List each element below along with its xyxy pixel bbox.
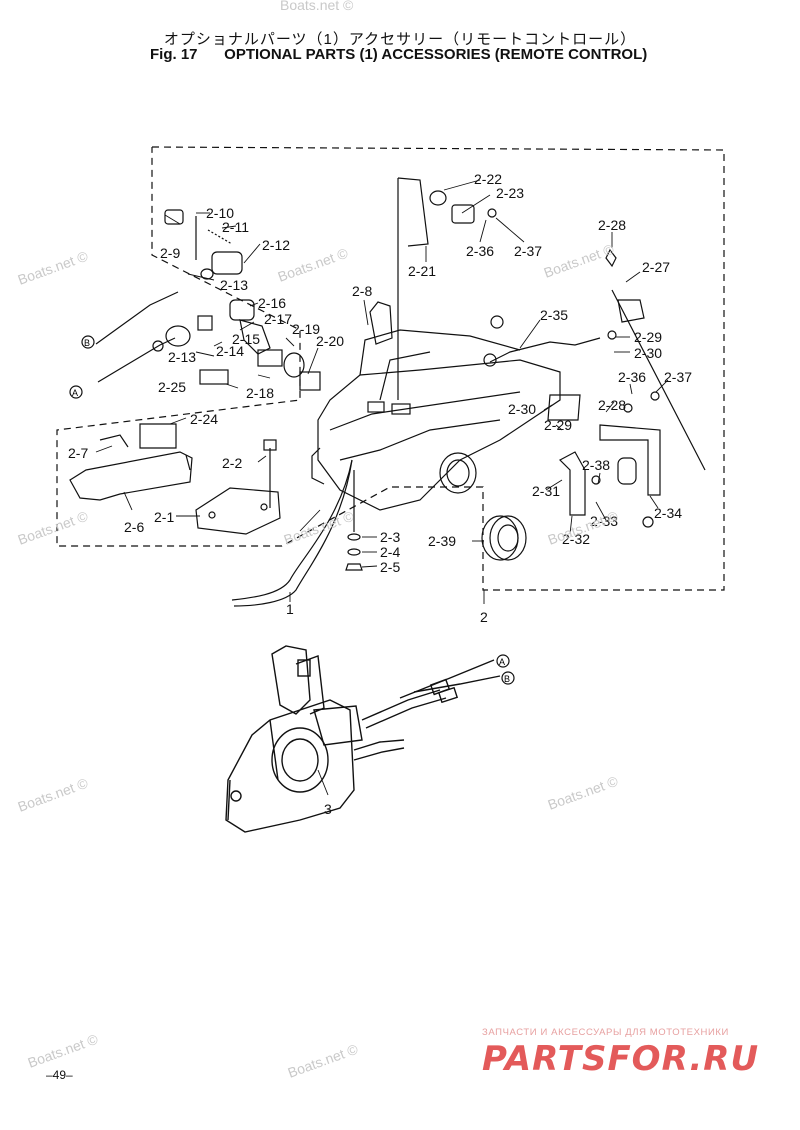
figure-number: Fig. 17 — [150, 46, 198, 63]
part-2-15-label: 2-15 — [232, 331, 260, 347]
part-2-4-label: 2-4 — [380, 544, 400, 560]
brand-tagline: ЗАПЧАСТИ И АКСЕССУАРЫ ДЛЯ МОТОТЕХНИКИ — [482, 1027, 729, 1038]
part-2-8-label: 2-8 — [352, 283, 372, 299]
part-2-30b-label: 2-30 — [508, 401, 536, 417]
part-2-label: 2 — [480, 609, 488, 625]
bracket-2-6 — [69, 451, 193, 501]
part-2-17-label: 2-17 — [264, 311, 292, 327]
watermark-text: Boats.net © — [282, 507, 357, 547]
grommet-2-39 — [481, 515, 527, 561]
ref-a1-label: A — [72, 388, 78, 398]
part-2-37a-label: 2-37 — [514, 243, 542, 259]
part-2-31-label: 2-31 — [532, 483, 560, 499]
cable-2-35 — [489, 337, 601, 363]
part-2-22-label: 2-22 — [474, 171, 502, 187]
ref-b1-label: B — [84, 338, 90, 348]
watermark-text: Boats.net © — [542, 240, 617, 280]
part-2-21-label: 2-21 — [408, 263, 436, 279]
part-2-39-label: 2-39 — [428, 533, 456, 549]
bracket-2-1 — [195, 487, 281, 535]
part-2-11-label: 2-11 — [222, 219, 249, 235]
key-switch — [369, 301, 393, 345]
partsfor-brand-logo: ЗАПЧАСТИ И АКСЕССУАРЫ ДЛЯ МОТОТЕХНИКИ PA… — [482, 1027, 792, 1079]
part-2-3-label: 2-3 — [380, 529, 400, 545]
control-box-housing — [311, 329, 561, 511]
ref-circle-a2 — [496, 654, 510, 668]
watermark-text: Boats.net © — [16, 247, 91, 287]
watermark-text: Boats.net © — [546, 772, 621, 812]
part-2-5-label: 2-5 — [380, 559, 400, 575]
part-2-23-label: 2-23 — [496, 185, 524, 201]
brand-name: PARTSFOR.RU — [482, 1039, 760, 1079]
page-number: –49– — [46, 1068, 73, 1082]
title-row: Fig. 17 OPTIONAL PARTS (1) ACCESSORIES (… — [150, 46, 647, 63]
part-2-7-label: 2-7 — [68, 445, 88, 461]
part-2-19-label: 2-19 — [292, 321, 320, 337]
watermark-text: Boats.net © — [280, 0, 354, 13]
watermark-text: Boats.net © — [26, 1030, 101, 1070]
part-2-36a-label: 2-36 — [466, 243, 494, 259]
part-2-16-label: 2-16 — [258, 295, 286, 311]
part-2-14-label: 2-14 — [216, 343, 244, 359]
part-2-1-label: 2-1 — [154, 509, 174, 525]
part-2-27-label: 2-27 — [642, 259, 670, 275]
cable-end-b — [95, 291, 179, 345]
part-2-10-label: 2-10 — [206, 205, 234, 221]
part-2-36b-label: 2-36 — [618, 369, 646, 385]
part-2-33-label: 2-33 — [590, 513, 618, 529]
part-2-12-label: 2-12 — [262, 237, 290, 253]
title-japanese: オプショナルパーツ（1）アクセサリー（リモートコントロール） — [163, 31, 637, 48]
part-2-29b-label: 2-29 — [544, 417, 572, 433]
watermarks: Boats.net © Boats.net © Boats.net © Boat… — [16, 0, 621, 1081]
part-2-2-label: 2-2 — [222, 455, 242, 471]
cable-end-a — [97, 337, 176, 383]
ref-a2-label: A — [499, 657, 505, 667]
part-2-20-label: 2-20 — [316, 333, 344, 349]
watermark-text: Boats.net © — [16, 774, 91, 814]
part-2-38-label: 2-38 — [582, 457, 610, 473]
figure-title: OPTIONAL PARTS (1) ACCESSORIES (REMOTE C… — [224, 46, 648, 63]
part-2-13a-label: 2-13 — [220, 277, 248, 293]
part-2-13b-label: 2-13 — [168, 349, 196, 365]
wire-2-21 — [397, 177, 429, 247]
part-2-28b-label: 2-28 — [598, 397, 626, 413]
part-2-25-label: 2-25 — [158, 379, 186, 395]
part-1-label: 1 — [286, 601, 294, 617]
wire-harness-1 — [231, 459, 353, 601]
part-2-28a-label: 2-28 — [598, 217, 626, 233]
part-2-24-label: 2-24 — [190, 411, 218, 427]
watermark-text: Boats.net © — [286, 1040, 361, 1080]
link-rod-2-27 — [611, 289, 706, 471]
part-2-32-label: 2-32 — [562, 531, 590, 547]
part-2-9-label: 2-9 — [160, 245, 180, 261]
ref-b2-label: B — [504, 674, 510, 684]
part-2-29a-label: 2-29 — [634, 329, 662, 345]
ref-circle-b2 — [501, 671, 515, 685]
part-2-37b-label: 2-37 — [664, 369, 692, 385]
leader-lines — [95, 179, 669, 796]
watermark-text: Boats.net © — [16, 507, 91, 547]
part-2-35-label: 2-35 — [540, 307, 568, 323]
part-3-label: 3 — [324, 801, 332, 817]
remote-control-box-3 — [225, 645, 501, 833]
part-2-18-label: 2-18 — [246, 385, 274, 401]
ref-circle-a1 — [69, 385, 83, 399]
part-2-30a-label: 2-30 — [634, 345, 662, 361]
part-2-6-label: 2-6 — [124, 519, 144, 535]
part-2-34-label: 2-34 — [654, 505, 682, 521]
ref-circle-b1 — [81, 335, 95, 349]
part-labels: 2-10 2-11 2-12 2-9 2-13 2-16 2-17 2-15 2… — [68, 171, 692, 817]
assembly-2-outline — [56, 146, 725, 591]
